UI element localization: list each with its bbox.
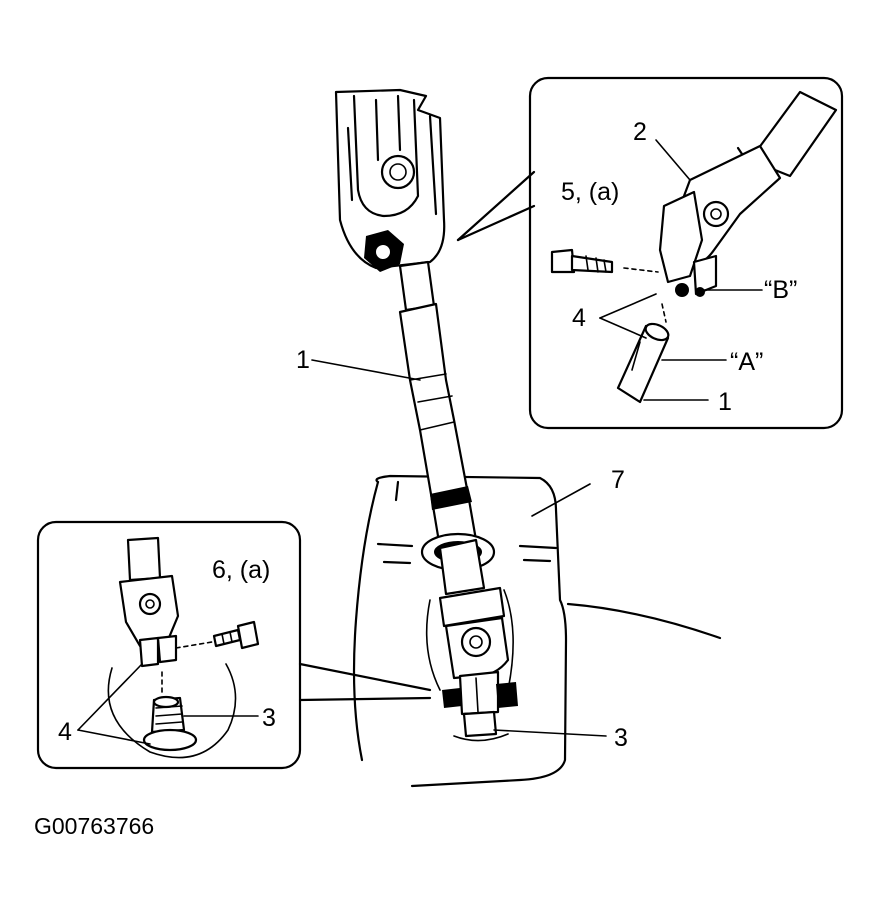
- label-mark-a: “A”: [730, 348, 763, 376]
- steering-shaft: [334, 88, 496, 596]
- upper-bolt: [550, 248, 614, 274]
- upper-detail-inset: [456, 76, 844, 430]
- lower-bolt: [212, 620, 260, 650]
- label-marks-inset-top: 4: [572, 304, 586, 332]
- leader-shaft: [311, 359, 421, 381]
- label-marks-inset-bottom: 4: [58, 718, 72, 746]
- label-mark-b: “B”: [764, 276, 797, 304]
- yoke-nut: [364, 230, 404, 272]
- leader-pinion: [493, 729, 607, 737]
- label-panel: 7: [611, 466, 625, 494]
- lower-detail-inset: [36, 520, 432, 770]
- label-bolt-lower: 6, (a): [212, 556, 270, 584]
- label-joint-inset: 2: [633, 118, 647, 146]
- label-shaft-main: 1: [296, 346, 310, 374]
- label-bolt-upper: 5, (a): [561, 178, 619, 206]
- lower-universal-joint: [438, 586, 518, 742]
- label-pinion-inset: 3: [262, 704, 276, 732]
- floor-panel: [352, 474, 722, 788]
- leader-panel: [531, 483, 591, 517]
- label-pinion-main: 3: [614, 724, 628, 752]
- figure-id: G00763766: [34, 813, 154, 839]
- label-shaft-inset: 1: [718, 388, 732, 416]
